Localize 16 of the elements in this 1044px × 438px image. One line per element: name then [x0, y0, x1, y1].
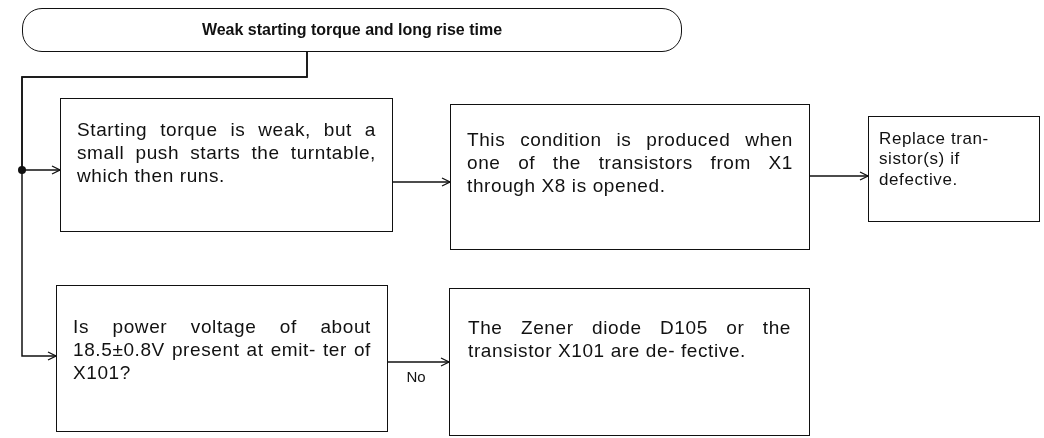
box-text: Replace tran- sistor(s) if defective.: [879, 129, 990, 191]
process-box: [868, 116, 1040, 222]
box-text: This condition is produced when one of the transistors from X1 through X8 is opened.: [467, 129, 793, 198]
terminal-box: [22, 8, 682, 52]
process-box: [60, 98, 393, 232]
arrow: [809, 171, 869, 181]
title-text: Weak starting torque and long rise time: [201, 20, 503, 40]
process-box: [449, 288, 810, 436]
arrow: [21, 51, 308, 361]
box-text: Is power voltage of about 18.5±0.8V present at emit- ter of X101?: [73, 316, 371, 385]
arrow: [387, 357, 450, 367]
process-box: [450, 104, 810, 250]
process-box: [56, 285, 388, 432]
arrow: [392, 177, 451, 187]
box-text: Starting torque is weak, but a small push starts the turntable, which then runs.: [77, 119, 376, 188]
box-text: The Zener diode D105 or the transistor X101 are de- fective.: [468, 317, 791, 363]
